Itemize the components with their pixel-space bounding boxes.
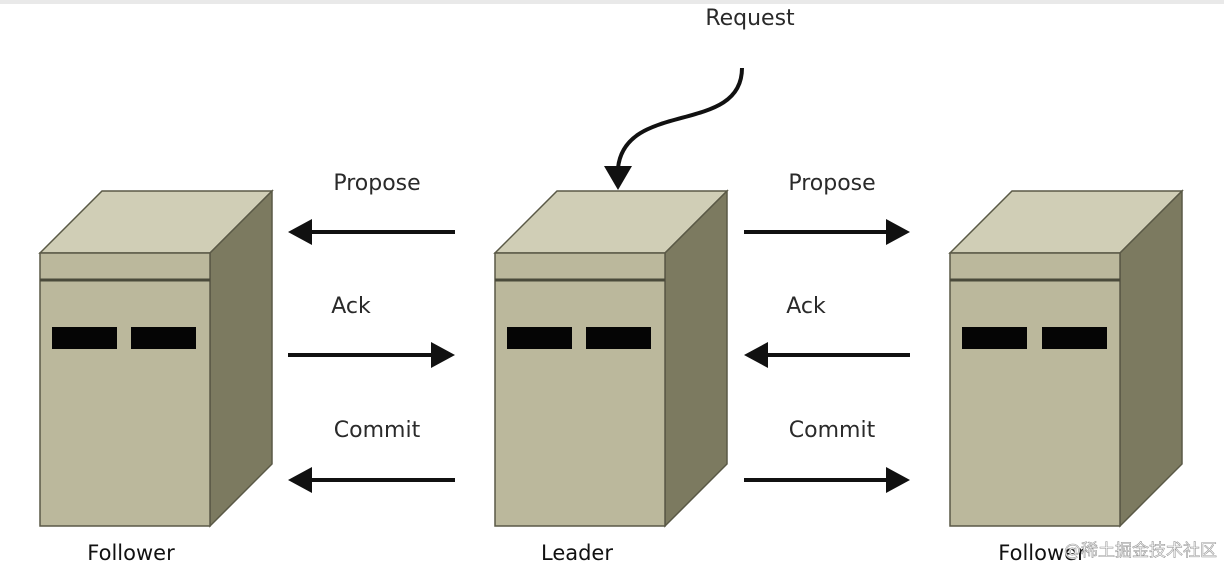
drive-slot bbox=[962, 327, 1027, 349]
request-label: Request bbox=[705, 6, 795, 31]
ack-label: Ack bbox=[331, 294, 371, 319]
ack-arrowhead bbox=[431, 342, 455, 368]
watermark: @稀土掘金技术社区 bbox=[1064, 541, 1217, 561]
request-arrow: Request bbox=[604, 6, 795, 190]
commit-arrowhead bbox=[886, 467, 910, 493]
server-front-face bbox=[949, 252, 1121, 527]
commit-label: Commit bbox=[334, 418, 421, 443]
right-message-arrows: Propose Ack Commit bbox=[744, 171, 910, 493]
propose-arrowhead bbox=[288, 219, 312, 245]
server-label: Leader bbox=[541, 541, 613, 565]
propose-label: Propose bbox=[788, 171, 875, 196]
server-follower-left: Follower bbox=[38, 189, 274, 565]
commit-arrowhead bbox=[288, 467, 312, 493]
ack-label: Ack bbox=[786, 294, 826, 319]
server-leader: Leader bbox=[493, 189, 729, 565]
commit-label: Commit bbox=[789, 418, 876, 443]
drive-slot bbox=[586, 327, 651, 349]
request-curve bbox=[616, 67, 744, 169]
drive-slot bbox=[507, 327, 572, 349]
server-label: Follower bbox=[87, 541, 175, 565]
server-follower-right: Follower bbox=[948, 189, 1184, 565]
ack-arrowhead bbox=[744, 342, 768, 368]
server-front-face bbox=[494, 252, 666, 527]
drive-slot bbox=[1042, 327, 1107, 349]
left-message-arrows: Propose Ack Commit bbox=[288, 171, 455, 493]
top-border bbox=[0, 0, 1224, 4]
drive-slot bbox=[52, 327, 117, 349]
server-label: Follower bbox=[998, 541, 1086, 565]
drive-slot bbox=[131, 327, 196, 349]
server-front-face bbox=[39, 252, 211, 527]
request-arrowhead bbox=[604, 166, 632, 190]
propose-label: Propose bbox=[333, 171, 420, 196]
propose-arrowhead bbox=[886, 219, 910, 245]
